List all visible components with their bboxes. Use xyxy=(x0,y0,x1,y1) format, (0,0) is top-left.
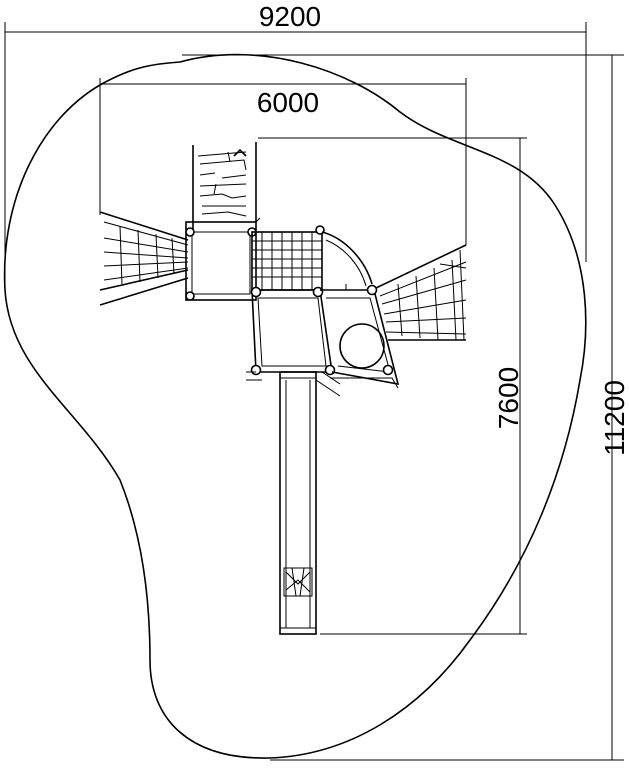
dimension-label-structure-depth: 7600 xyxy=(493,367,524,429)
tunnel-opening xyxy=(339,323,385,369)
right-climbing-net xyxy=(375,244,467,341)
dimension-label-overall-depth: 11200 xyxy=(599,380,629,456)
dimension-label-structure-width: 6000 xyxy=(257,87,319,118)
dimension-overall-width: 9200 xyxy=(4,1,587,290)
mesh-bridge xyxy=(251,225,325,291)
slide xyxy=(279,371,341,635)
left-climbing-net xyxy=(99,211,189,306)
ladder xyxy=(192,142,257,230)
dimension-structure-width: 6000 xyxy=(99,78,467,245)
dimension-overall-depth: 11200 xyxy=(182,54,629,761)
center-platform xyxy=(246,286,336,381)
dimension-label-overall-width: 9200 xyxy=(259,1,321,32)
left-platform xyxy=(185,217,261,301)
right-platform xyxy=(320,284,400,389)
curved-slide-section xyxy=(321,231,373,291)
dimension-structure-depth: 7600 xyxy=(258,137,527,635)
